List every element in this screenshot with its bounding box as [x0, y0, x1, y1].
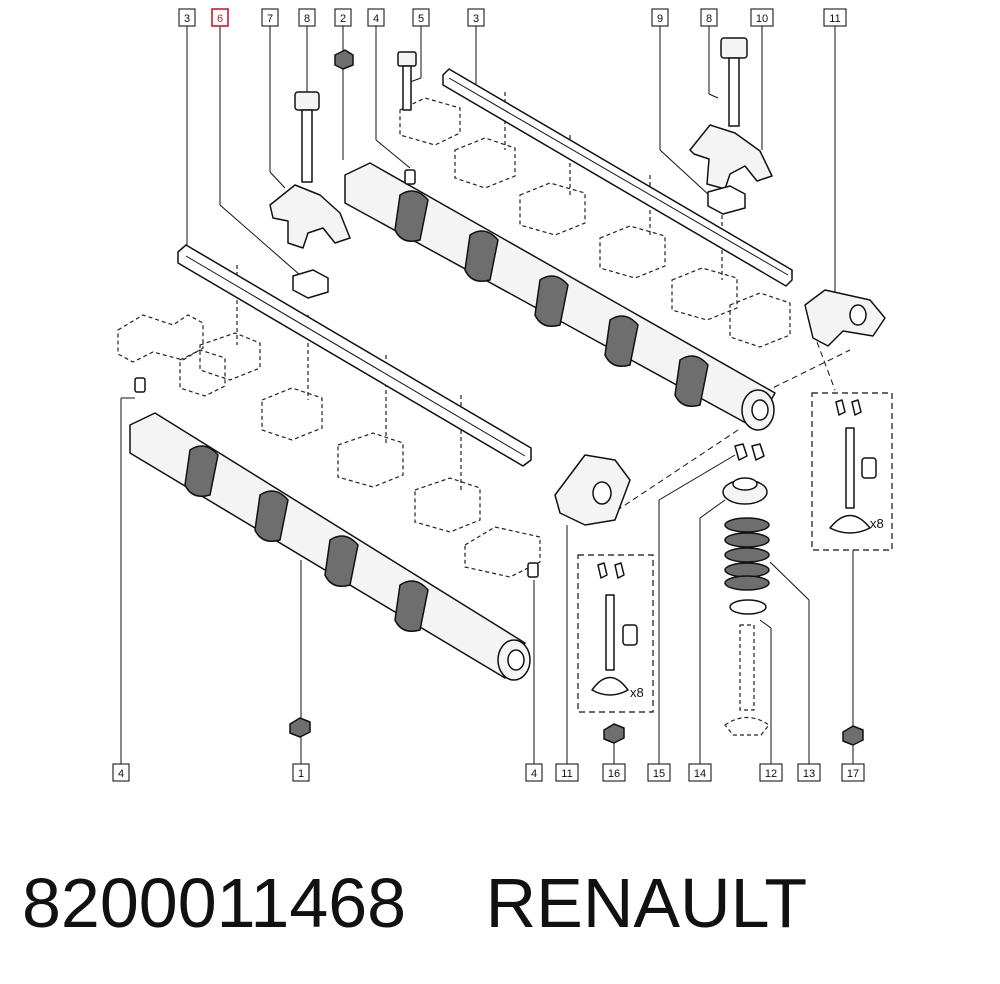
callout[interactable]: 1 — [292, 763, 310, 782]
svg-text:10: 10 — [756, 13, 768, 25]
svg-text:11: 11 — [829, 13, 840, 25]
camshaft-left — [129, 412, 531, 681]
valve-assembly-right: x8 — [811, 392, 893, 551]
svg-text:5: 5 — [418, 13, 424, 25]
quantity-label: x8 — [630, 685, 644, 700]
valve-spring — [724, 517, 770, 591]
callout[interactable]: 13 — [797, 763, 821, 782]
svg-text:6: 6 — [217, 13, 223, 25]
brand-name: RENAULT — [485, 864, 808, 942]
seal-icon — [289, 717, 311, 738]
clip-right — [707, 185, 746, 215]
svg-text:17: 17 — [847, 768, 859, 780]
callouts-top: 3 6 7 8 2 4 5 3 9 8 10 11 — [178, 8, 847, 27]
seal-icon — [603, 723, 625, 744]
dowel-pin — [134, 377, 146, 393]
spring-retainer — [722, 477, 768, 505]
cap-left — [269, 184, 351, 249]
svg-text:8: 8 — [706, 13, 712, 25]
part-number: 8200011468 — [22, 864, 407, 942]
valve-assembly-left: x8 — [577, 554, 654, 713]
svg-text:13: 13 — [803, 768, 815, 780]
spring-seat — [729, 599, 767, 615]
svg-text:3: 3 — [184, 13, 190, 25]
callout[interactable]: 15 — [647, 763, 671, 782]
callout[interactable]: 2 — [334, 8, 352, 27]
callout[interactable]: 12 — [759, 763, 783, 782]
svg-text:15: 15 — [653, 768, 665, 780]
svg-text:4: 4 — [373, 13, 379, 25]
dowel-pin — [404, 169, 416, 185]
svg-text:7: 7 — [267, 13, 273, 25]
svg-text:16: 16 — [608, 768, 620, 780]
svg-text:12: 12 — [765, 768, 777, 780]
svg-text:8: 8 — [304, 13, 310, 25]
callout[interactable]: 10 — [750, 8, 774, 27]
callout[interactable]: 4 — [525, 763, 543, 782]
rocker-arm-lower — [554, 454, 631, 526]
callout[interactable]: 8 — [298, 8, 316, 27]
dowel-pin — [527, 562, 539, 578]
seal-icon — [842, 725, 864, 746]
plug-icon — [334, 49, 354, 70]
rocker-rail-right — [442, 68, 793, 287]
callout[interactable]: 7 — [261, 8, 279, 27]
part-caption: 8200011468 RENAULT — [22, 858, 982, 948]
callout[interactable]: 16 — [602, 763, 626, 782]
valve-keepers — [734, 443, 765, 461]
callouts-bottom: 4 1 4 11 16 15 14 12 13 17 — [112, 763, 865, 782]
callout[interactable]: 3 — [467, 8, 485, 27]
callout[interactable]: 14 — [688, 763, 712, 782]
bolt-left — [294, 91, 320, 183]
callout[interactable]: 11 — [555, 763, 579, 782]
leader-lines — [120, 26, 854, 764]
callout[interactable]: 8 — [700, 8, 718, 27]
camshaft-right — [344, 162, 776, 431]
callout[interactable]: 11 — [823, 8, 847, 27]
callout[interactable]: 5 — [412, 8, 430, 27]
svg-text:3: 3 — [473, 13, 479, 25]
svg-text:4: 4 — [531, 768, 537, 780]
callout[interactable]: 17 — [841, 763, 865, 782]
svg-text:14: 14 — [694, 768, 706, 780]
svg-text:11: 11 — [561, 768, 572, 780]
quantity-label: x8 — [870, 516, 884, 531]
callout[interactable]: 9 — [651, 8, 669, 27]
svg-text:9: 9 — [657, 13, 663, 25]
svg-text:1: 1 — [298, 768, 304, 780]
callout[interactable]: 4 — [367, 8, 385, 27]
svg-text:2: 2 — [340, 13, 346, 25]
callout[interactable]: 4 — [112, 763, 130, 782]
bolt-small — [397, 51, 417, 111]
valve-guide — [724, 624, 770, 736]
callout[interactable]: 3 — [178, 8, 196, 27]
clip-left — [292, 269, 329, 299]
callout-highlighted[interactable]: 6 — [211, 8, 229, 27]
cap-right — [689, 124, 773, 190]
bolt-right — [720, 37, 748, 127]
rocker-arm-upper — [804, 289, 886, 347]
svg-text:4: 4 — [118, 768, 124, 780]
